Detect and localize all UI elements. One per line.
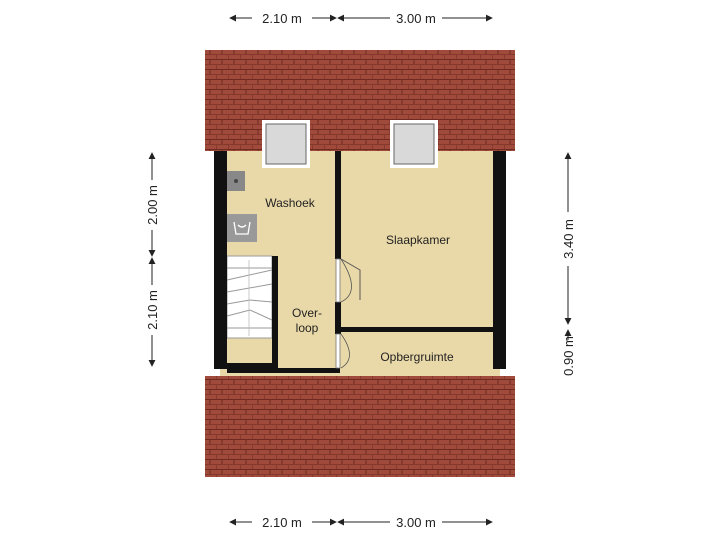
- washing-machine-icon: [227, 214, 257, 242]
- walls: [214, 151, 506, 373]
- floor-strip: [220, 368, 500, 376]
- door-opbergruimte: [335, 333, 350, 369]
- dimension-left-top: 2.00 m: [145, 185, 160, 225]
- sink-icon: [227, 171, 245, 191]
- dimension-bottom-left: 2.10 m: [262, 515, 302, 530]
- dimension-top-left: 2.10 m: [262, 11, 302, 26]
- dimension-left-bottom: 2.10 m: [145, 290, 160, 330]
- room-label-slaapkamer: Slaapkamer: [386, 233, 450, 247]
- roof-top: [205, 50, 515, 151]
- room-label-overloop-line1: Over-: [292, 306, 322, 320]
- dimension-top-right: 3.00 m: [396, 11, 436, 26]
- staircase: [226, 255, 273, 339]
- room-label-overloop-line2: loop: [296, 321, 319, 335]
- roof-bottom: [205, 376, 515, 477]
- skylight-left: [262, 120, 310, 168]
- dimension-bottom-right: 3.00 m: [396, 515, 436, 530]
- door-slaapkamer: [335, 258, 361, 303]
- room-label-opbergruimte: Opbergruimte: [380, 350, 454, 364]
- dimension-right-bottom: 0.90 m: [561, 336, 576, 376]
- skylight-right: [390, 120, 438, 168]
- dimension-right-top: 3.40 m: [561, 219, 576, 259]
- room-label-washoek: Washoek: [265, 196, 316, 210]
